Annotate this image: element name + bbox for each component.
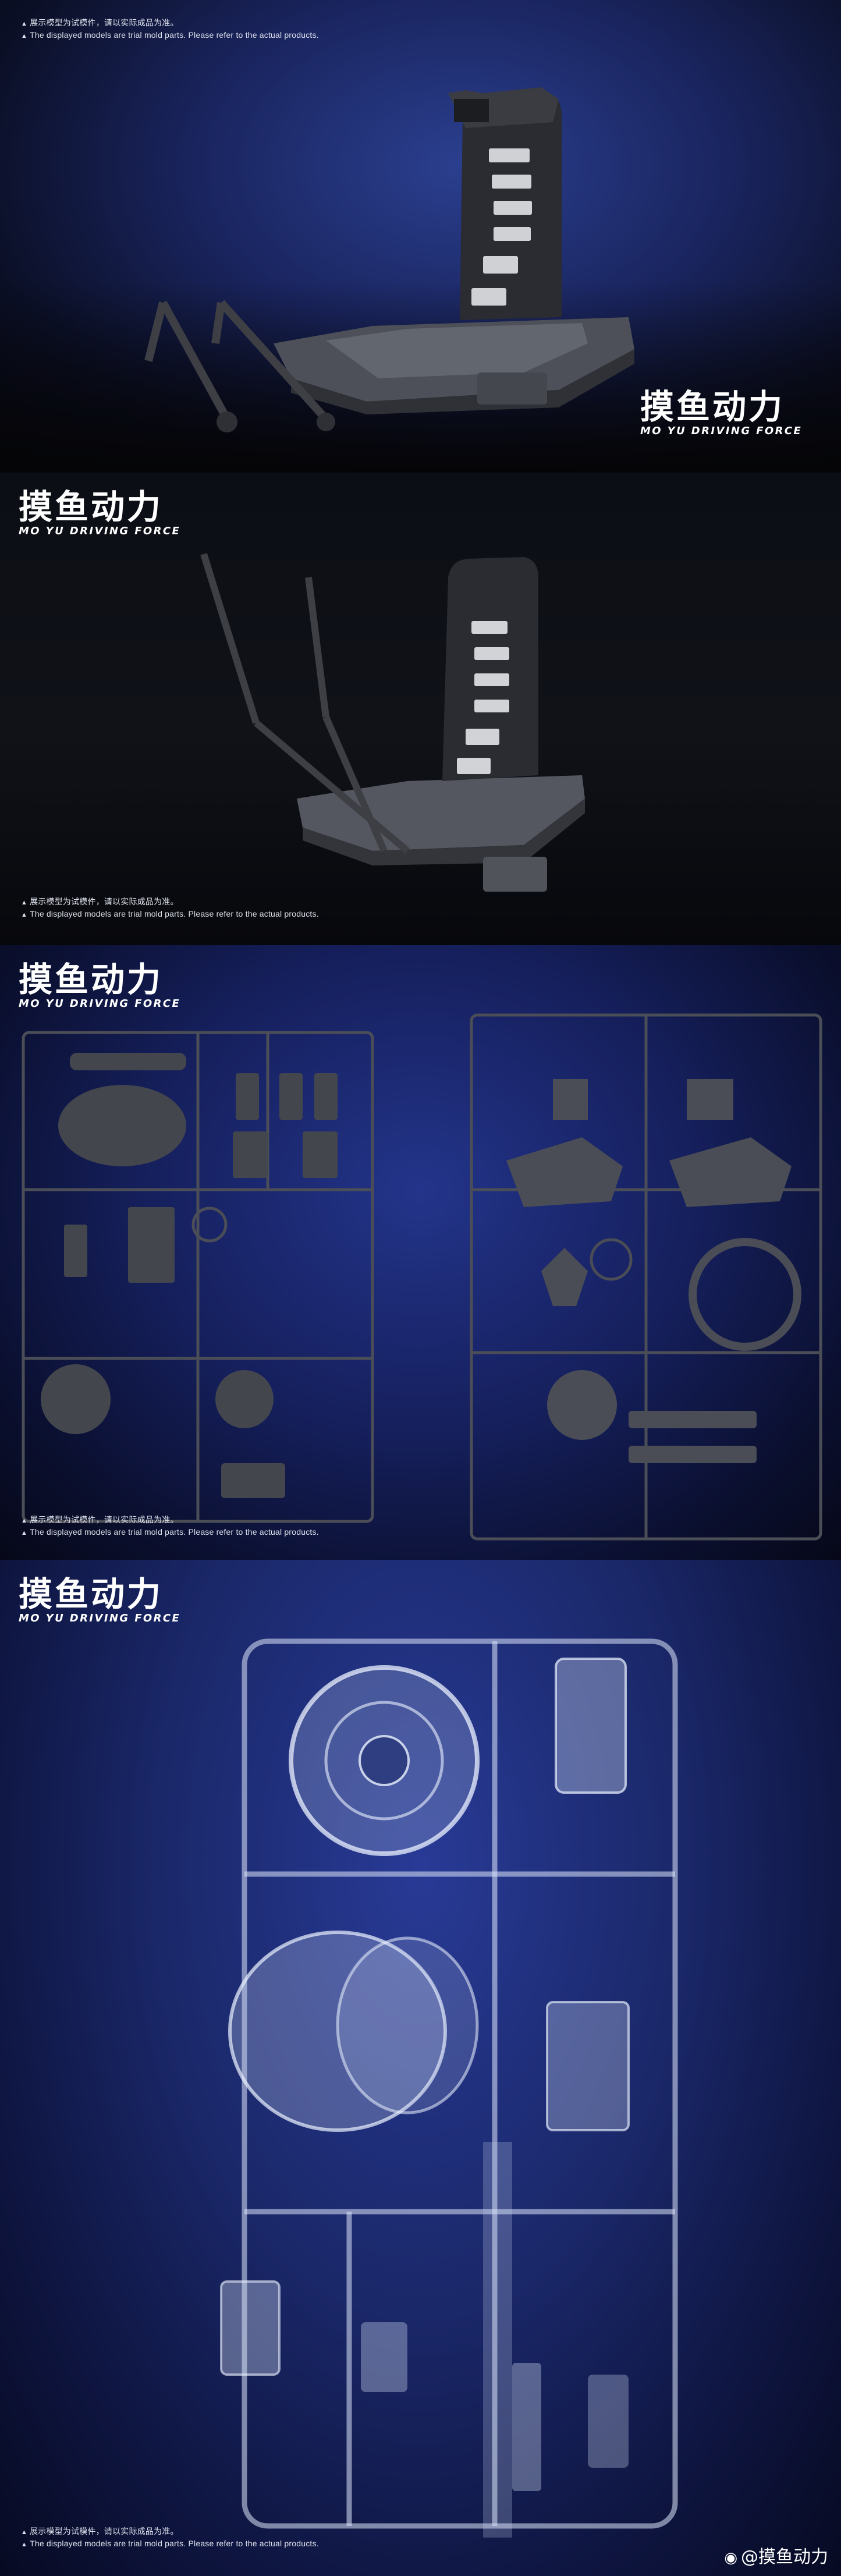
product-photo-2: 摸鱼动力 MO YU DRIVING FORCE ▲展示模型为试模件，请以实际成… <box>0 473 841 945</box>
sprue-frames <box>22 1013 822 1541</box>
runner-sprue-clear: 摸鱼动力 MO YU DRIVING FORCE ▲展示模型为试模件，请以实际成… <box>0 1560 841 2576</box>
display-stand-render <box>200 553 585 892</box>
weibo-watermark: ◉@摸鱼动力 <box>724 2547 828 2567</box>
warning-icon: ▲ <box>21 899 28 906</box>
disclaimer: ▲展示模型为试模件，请以实际成品为准。 ▲The displayed model… <box>21 18 319 40</box>
product-photo-1: ▲展示模型为试模件，请以实际成品为准。 ▲The displayed model… <box>0 0 841 473</box>
warning-icon: ▲ <box>21 2529 28 2536</box>
warning-icon: ▲ <box>21 33 28 40</box>
warning-icon: ▲ <box>21 1517 28 1524</box>
warning-icon: ▲ <box>21 20 28 27</box>
disclaimer: ▲展示模型为试模件，请以实际成品为准。 ▲The displayed model… <box>21 897 319 918</box>
clear-sprue-frame <box>220 1638 678 2538</box>
brand-logo: 摸鱼动力 MO YU DRIVING FORCE <box>19 487 181 537</box>
disclaimer: ▲展示模型为试模件，请以实际成品为准。 ▲The displayed model… <box>21 1515 319 1537</box>
runner-sprues-grey: 摸鱼动力 MO YU DRIVING FORCE <box>0 945 841 1560</box>
warning-icon: ▲ <box>21 911 28 918</box>
brand-logo: 摸鱼动力 MO YU DRIVING FORCE <box>19 960 181 1010</box>
brand-logo: 摸鱼动力 MO YU DRIVING FORCE <box>19 1574 181 1624</box>
warning-icon: ▲ <box>21 1530 28 1537</box>
brand-logo: 摸鱼动力 MO YU DRIVING FORCE <box>640 387 803 437</box>
weibo-icon: ◉ <box>724 2549 737 2567</box>
warning-icon: ▲ <box>21 2541 28 2548</box>
display-stand-render <box>144 87 634 432</box>
disclaimer: ▲展示模型为试模件，请以实际成品为准。 ▲The displayed model… <box>21 2527 319 2548</box>
